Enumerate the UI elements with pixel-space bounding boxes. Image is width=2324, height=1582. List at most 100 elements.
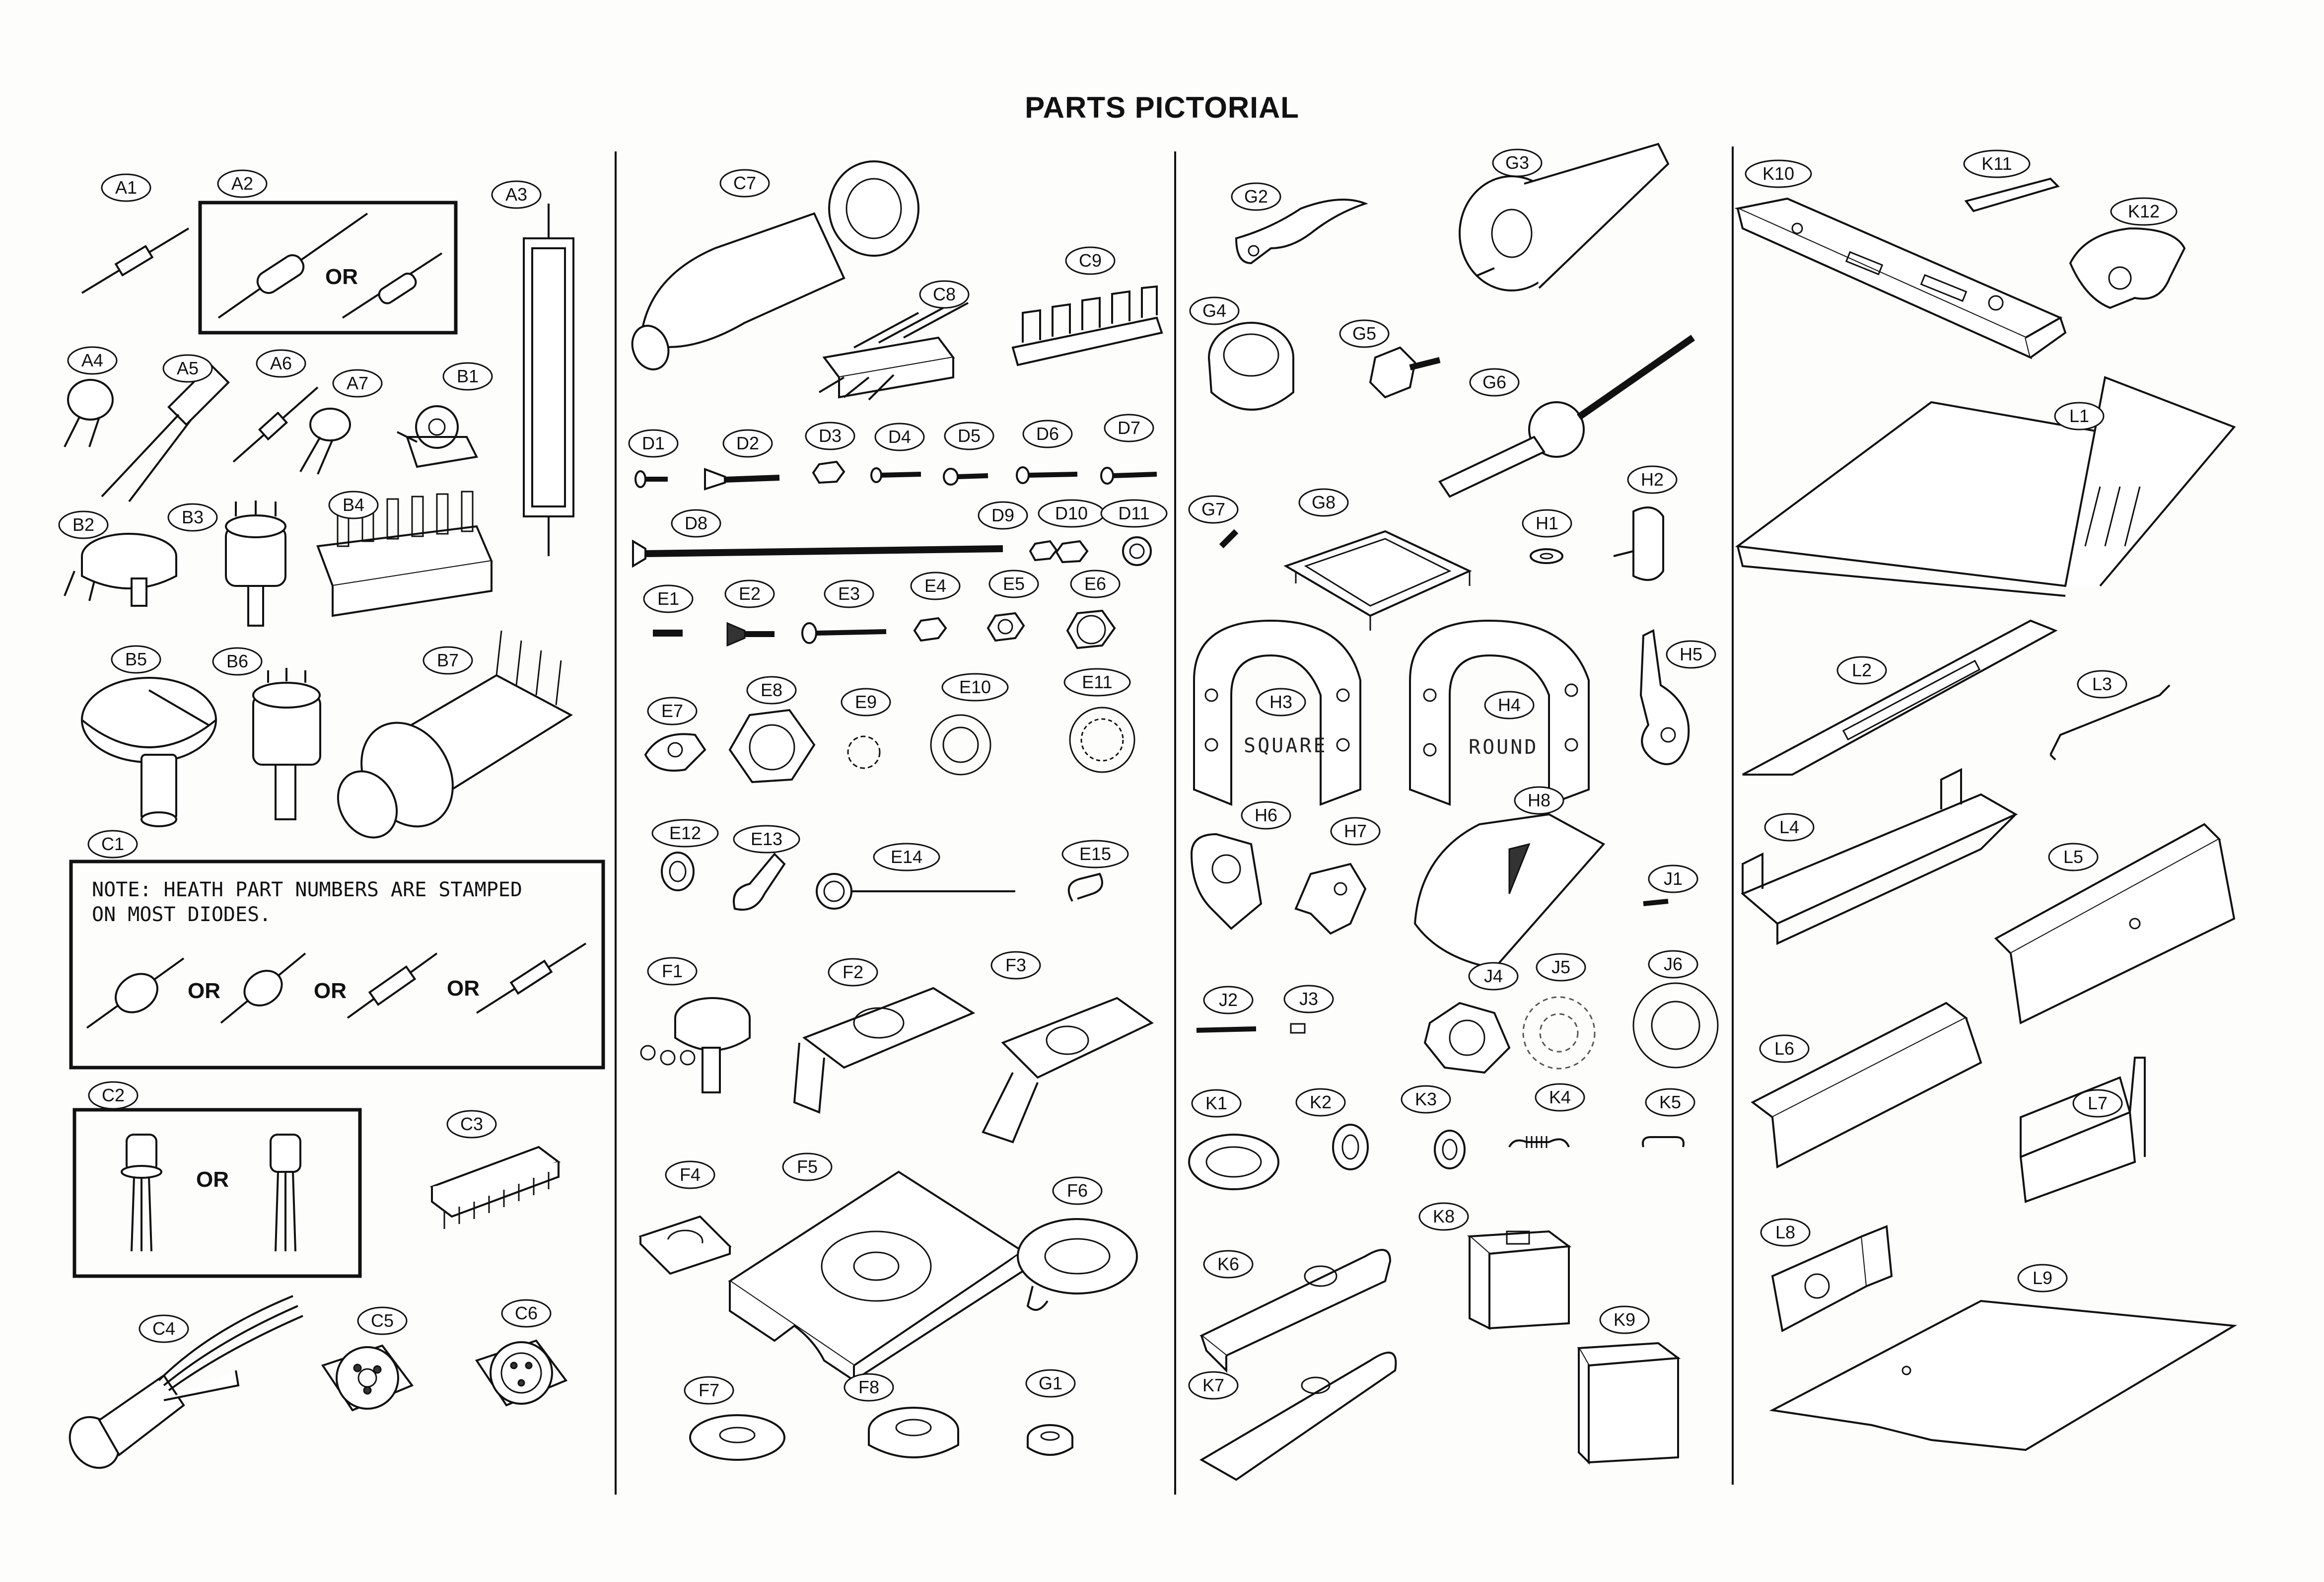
part-label-l2: L2	[1836, 656, 1887, 685]
label-oval	[1330, 817, 1381, 846]
part-label-b6: B6	[212, 647, 263, 676]
part-label-j5: J5	[1536, 953, 1586, 982]
label-oval	[328, 491, 379, 519]
part-label-a5: A5	[162, 354, 213, 383]
label-text: J2	[1219, 990, 1238, 1010]
label-oval	[1191, 1089, 1242, 1118]
label-text: H7	[1344, 821, 1367, 841]
label-oval	[1203, 1250, 1254, 1279]
label-text: G5	[1352, 323, 1376, 344]
label-text: F8	[858, 1377, 879, 1397]
part-label-d5: D5	[944, 422, 994, 450]
part-label-k2: K2	[1295, 1088, 1346, 1117]
capacitor-a4-drawing	[64, 379, 114, 447]
screw-d8-drawing	[632, 539, 1003, 568]
potentiometer-b3-drawing	[225, 501, 286, 627]
label-oval	[1298, 488, 1349, 517]
label-oval	[671, 509, 721, 538]
part-label-d7: D7	[1104, 414, 1154, 442]
part-label-c4: C4	[139, 1314, 189, 1343]
knob-g5-drawing	[1369, 346, 1441, 399]
part-label-f8: F8	[844, 1373, 894, 1402]
label-text: F4	[680, 1164, 701, 1185]
label-text: E3	[838, 583, 860, 604]
lamp-c4-drawing	[69, 1295, 303, 1469]
label-oval	[824, 579, 874, 608]
bracket-g2-drawing	[1235, 199, 1368, 265]
label-text: C3	[460, 1114, 483, 1134]
label-oval	[67, 346, 118, 375]
label-text: E7	[661, 701, 683, 721]
part-label-k4: K4	[1535, 1083, 1585, 1112]
part-label-d4: D4	[874, 423, 925, 451]
label-oval	[1484, 691, 1535, 719]
label-text: E6	[1084, 574, 1106, 594]
socket-c6-drawing	[475, 1339, 568, 1407]
capacitor-a7-drawing	[299, 408, 351, 475]
label-oval	[1065, 246, 1116, 275]
part-label-l8: L8	[1760, 1218, 1811, 1247]
part-label-c3: C3	[446, 1110, 497, 1139]
label-text: D11	[1118, 503, 1149, 523]
label-text: H8	[1528, 790, 1550, 810]
label-oval	[941, 673, 1009, 702]
or-word: OR	[447, 976, 480, 1001]
label-oval	[628, 429, 679, 458]
ic-c3-drawing	[429, 1146, 561, 1229]
label-oval	[1760, 1218, 1811, 1247]
part-label-c5: C5	[357, 1306, 408, 1335]
label-text: A4	[81, 350, 103, 370]
label-text: K4	[1549, 1087, 1571, 1107]
part-label-f1: F1	[647, 957, 698, 986]
label-text: L1	[2069, 406, 2089, 426]
label-oval	[828, 958, 878, 987]
resistor-a2-drawing: OR	[198, 201, 458, 335]
label-oval	[733, 825, 800, 854]
label-oval	[101, 173, 151, 202]
part-label-e10: E10	[941, 673, 1009, 702]
part-label-b7: B7	[423, 646, 473, 675]
diode-note-box: NOTE: HEATH PART NUMBERS ARE STAMPED ON …	[69, 860, 605, 1070]
part-label-f4: F4	[665, 1160, 715, 1189]
part-label-d2: D2	[722, 429, 773, 458]
label-oval	[1025, 1369, 1076, 1398]
part-label-c7: C7	[719, 169, 770, 198]
screws-d1-d7-drawing	[634, 460, 1157, 491]
label-oval	[357, 1306, 408, 1335]
label-oval	[746, 676, 797, 705]
part-label-k7: K7	[1188, 1371, 1239, 1400]
label-text: H6	[1255, 805, 1277, 825]
part-label-d10: D10	[1038, 499, 1105, 528]
label-oval	[805, 422, 855, 450]
part-label-l1: L1	[2054, 402, 2105, 431]
label-text: L7	[2088, 1093, 2108, 1113]
label-oval	[1188, 1371, 1239, 1400]
part-label-j3: J3	[1283, 985, 1334, 1013]
label-text: D4	[888, 427, 911, 447]
socket-c5-drawing	[321, 1344, 414, 1412]
label-oval	[665, 1160, 715, 1189]
clamp-h6-drawing	[1190, 833, 1263, 930]
label-oval	[910, 572, 961, 600]
label-text: K10	[1762, 163, 1794, 184]
label-oval	[978, 501, 1028, 530]
washers-j4-j6-drawing	[1423, 982, 1719, 1074]
potentiometer-b6-drawing	[252, 668, 321, 820]
part-label-f3: F3	[990, 951, 1041, 980]
label-oval	[1256, 688, 1306, 717]
label-text: F2	[843, 962, 863, 982]
label-oval	[1648, 950, 1698, 979]
terminal-strip-c9-drawing	[1011, 285, 1163, 366]
label-oval	[2110, 197, 2178, 226]
label-text: E9	[855, 692, 877, 712]
label-text: L9	[2033, 1268, 2052, 1288]
label-text: G7	[1201, 499, 1225, 519]
part-label-k9: K9	[1599, 1305, 1650, 1334]
part-label-d1: D1	[628, 429, 679, 458]
label-text: C1	[101, 834, 124, 854]
label-text: H2	[1641, 469, 1664, 490]
dial-cone-g3-drawing	[1459, 143, 1670, 291]
bracket-l3-drawing	[2049, 684, 2171, 761]
panel-k10-drawing	[1734, 197, 2067, 360]
part-label-e12: E12	[651, 819, 719, 848]
